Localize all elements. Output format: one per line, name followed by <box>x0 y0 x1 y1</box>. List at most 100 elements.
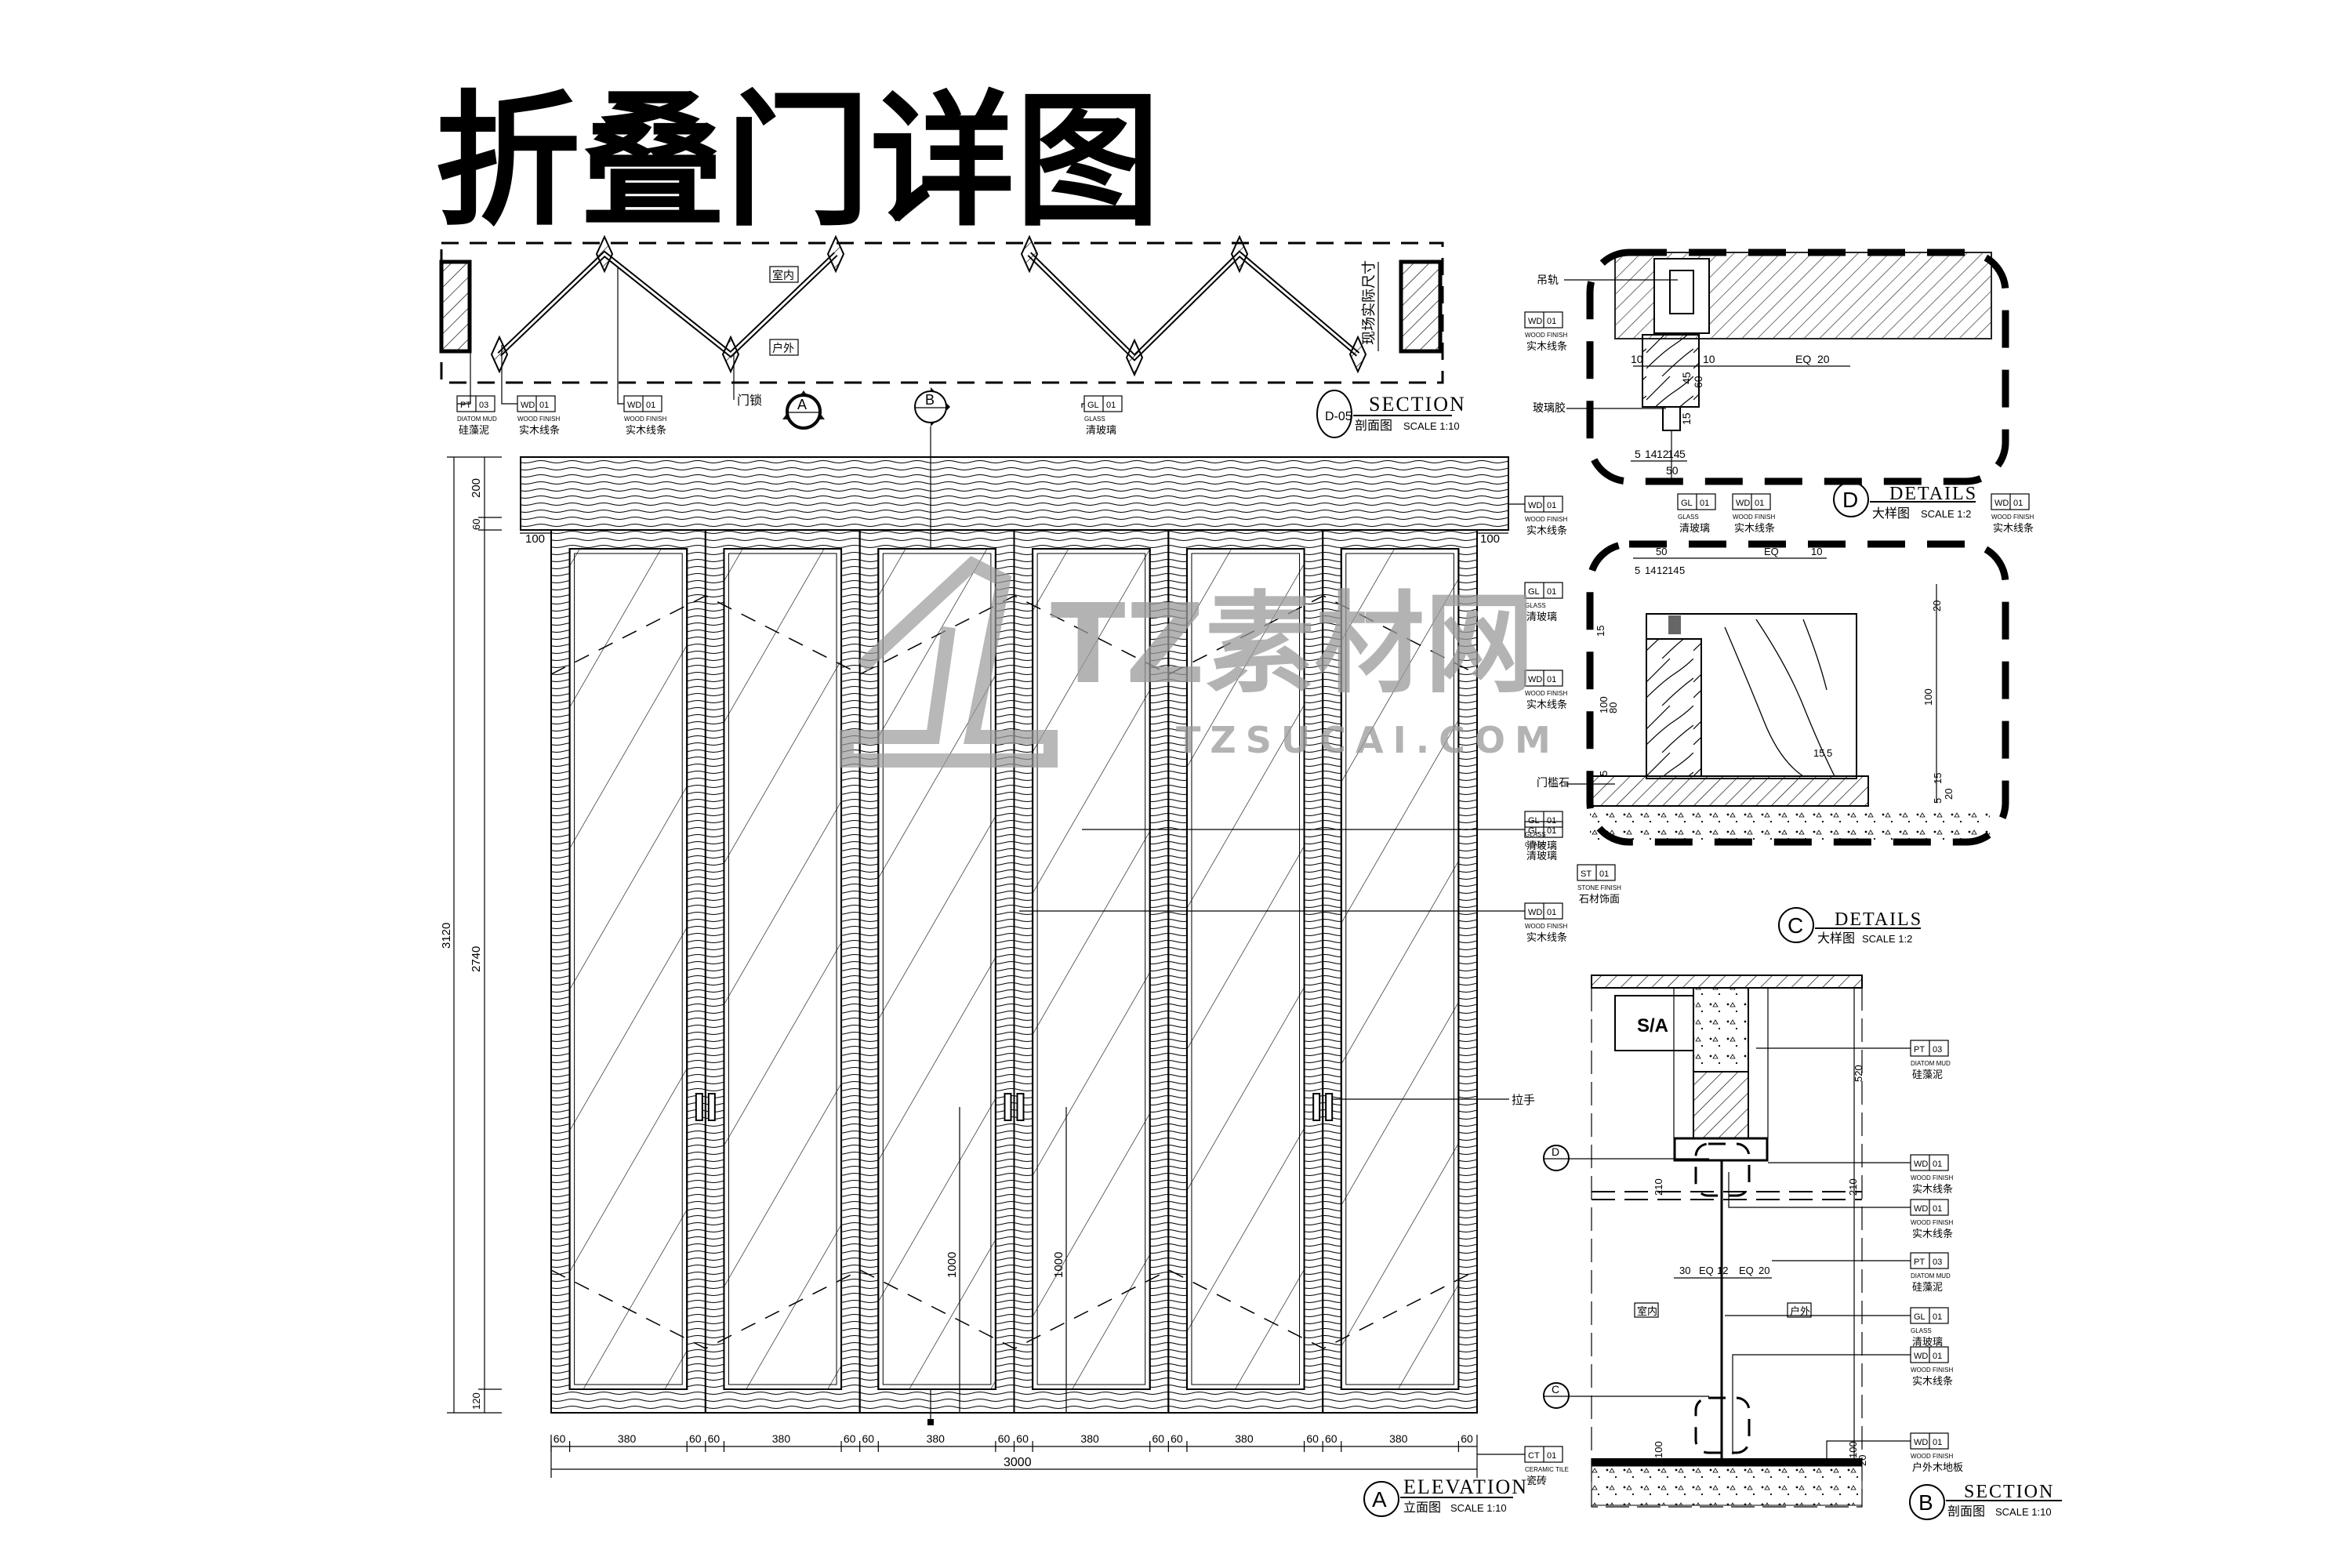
tag-code: GL <box>1087 401 1099 410</box>
door-handle[interactable] <box>695 1093 703 1121</box>
door-handle[interactable] <box>707 1093 716 1121</box>
door-panel[interactable] <box>704 529 861 1414</box>
tag-number: 01 <box>1933 1160 1942 1169</box>
tag-code: WD <box>1914 1204 1928 1214</box>
tag-material-en: GLASS <box>1525 831 1546 838</box>
detail-c-title: C DETAILS 大样图 SCALE 1:2 <box>1778 907 1921 946</box>
door-panel[interactable] <box>1322 529 1478 1414</box>
ref-marker-d[interactable]: D <box>1543 1145 1709 1171</box>
svg-text:B: B <box>1918 1490 1933 1515</box>
dim-segment: 60 <box>1306 1432 1319 1445</box>
plan-room-in: 室内 <box>772 269 794 281</box>
tag-code: WD <box>521 401 535 410</box>
tag-code: WD <box>1528 908 1542 917</box>
elevation-marker-a[interactable]: A <box>782 390 825 430</box>
dim-label: 20 <box>1931 601 1943 612</box>
room-indoor: 室内 <box>1637 1305 1657 1317</box>
dim-label: 100 <box>1922 688 1934 706</box>
tag-number: 01 <box>1700 499 1709 508</box>
tag-material-cn: 实木线条 <box>1912 1183 1953 1195</box>
tag-code: WD <box>1528 317 1542 326</box>
svg-text:C: C <box>1552 1383 1559 1396</box>
plan-room-out: 户外 <box>772 342 794 354</box>
dim-label: 5 <box>1635 564 1640 576</box>
dim-segment: 60 <box>689 1432 702 1445</box>
ref-marker-c[interactable]: C <box>1543 1382 1709 1409</box>
tag-material-en: GLASS <box>1911 1327 1932 1334</box>
dim-label: 210 <box>1847 1178 1859 1196</box>
door-handle[interactable] <box>1004 1093 1012 1121</box>
tag-material-en: WOOD FINISH <box>1525 923 1567 930</box>
dim-label: 20 <box>1759 1265 1769 1276</box>
dim-label: 100 <box>1598 696 1610 713</box>
dim-label: 50 <box>1656 546 1667 557</box>
tag-material-cn: 清玻璃 <box>1526 850 1557 862</box>
glass-pane <box>568 548 688 1390</box>
dim-segment: 60 <box>998 1432 1011 1445</box>
glass-pane <box>1340 548 1460 1390</box>
dim-label: 10 <box>1703 353 1715 365</box>
hinge-icon <box>595 234 614 274</box>
door-handle[interactable] <box>1312 1093 1321 1121</box>
elevation-view-title: A ELEVATION 立面图 SCALE 1:10 <box>1363 1475 1526 1517</box>
left-wall <box>439 260 472 354</box>
door-panel[interactable] <box>550 529 706 1414</box>
hinge-icon <box>1230 234 1249 274</box>
glass-pane <box>723 548 843 1390</box>
tag-number: 01 <box>1547 1451 1556 1461</box>
tag-material-cn: 实木线条 <box>1734 522 1775 534</box>
tag-number: 01 <box>1547 501 1556 510</box>
door-panel[interactable] <box>1013 529 1170 1414</box>
tag-number: 03 <box>1933 1258 1942 1267</box>
dim-label: 10 <box>1811 546 1822 557</box>
tag-number: 03 <box>1933 1045 1942 1054</box>
tag-material-en: STONE FINISH <box>1577 884 1621 891</box>
dim-label: 14 <box>1645 448 1657 460</box>
tag-number: 01 <box>646 401 655 410</box>
page-title: 折叠门详图 <box>435 82 1160 243</box>
door-panel[interactable] <box>1167 529 1324 1414</box>
dim-handle-height-2: 1000 <box>1052 1252 1065 1278</box>
svg-text:D-05: D-05 <box>1325 410 1352 423</box>
dim-label: 5 <box>1598 771 1610 776</box>
tag-material-cn: 硅藻泥 <box>1912 1069 1943 1080</box>
tag-material-en: WOOD FINISH <box>1525 690 1567 697</box>
dim-label: 20 <box>1857 1455 1868 1466</box>
tag-material-en: WOOD FINISH <box>517 416 560 423</box>
door-handle[interactable] <box>1325 1093 1334 1121</box>
dim-segment: 380 <box>1389 1432 1408 1445</box>
tag-number: 01 <box>1933 1204 1942 1214</box>
plan-lock-label: 门锁 <box>737 394 762 408</box>
dim-segment: 60 <box>1171 1432 1183 1445</box>
tag-code: PT <box>1914 1258 1925 1267</box>
svg-text:SCALE 1:2: SCALE 1:2 <box>1921 508 1971 520</box>
svg-text:SCALE 1:10: SCALE 1:10 <box>1450 1502 1507 1514</box>
dim-label: 15 <box>1595 626 1606 637</box>
door-handle[interactable] <box>1016 1093 1025 1121</box>
dim-label: 100 <box>1653 1441 1664 1458</box>
tag-material-cn: 实木线条 <box>1526 340 1567 352</box>
tag-material-cn: 实木线条 <box>1993 522 2034 534</box>
plan-note: 现场实际尺寸 <box>1361 260 1377 345</box>
tag-material-cn: 清玻璃 <box>1086 424 1116 436</box>
tag-code: ST <box>1581 869 1592 879</box>
svg-text:大样图: 大样图 <box>1817 931 1855 946</box>
sa-label: S/A <box>1637 1015 1668 1036</box>
dim-label: 15 <box>1813 747 1824 759</box>
tag-number: 01 <box>1547 908 1556 917</box>
dim-left-100: 100 <box>525 532 545 546</box>
tag-material-en: GLASS <box>1084 416 1105 423</box>
dim-label: 15 <box>1680 412 1693 425</box>
tag-number: 01 <box>1547 587 1556 597</box>
